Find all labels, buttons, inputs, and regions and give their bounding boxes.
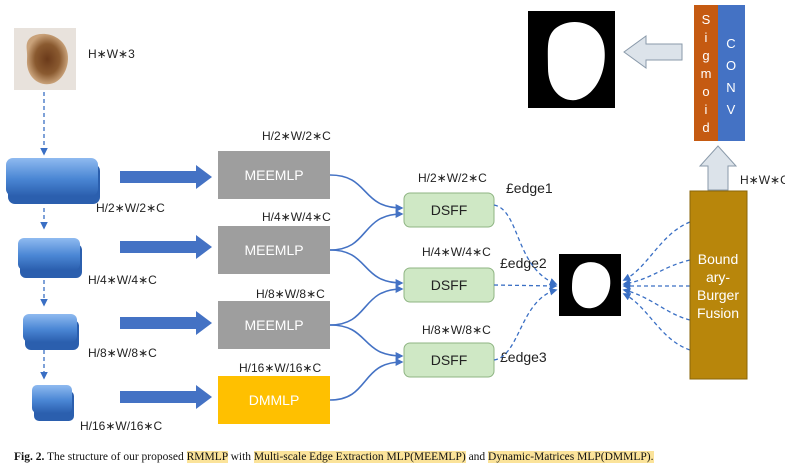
meemlp3-dim-label: H/8∗W/8∗C — [256, 287, 325, 301]
input-dim-label: H∗W∗3 — [88, 47, 135, 61]
figure-caption: Fig. 2. The structure of our proposed RM… — [14, 451, 779, 463]
dmmlp-dim-label: H/16∗W/16∗C — [239, 361, 321, 375]
stage2-dim-label: H/4∗W/4∗C — [88, 273, 157, 287]
conv-letter: V — [727, 102, 736, 117]
fusion-dim-label: H∗W∗C — [740, 173, 785, 187]
fusion-label-line1: Bound — [698, 251, 738, 267]
meemlp-block-2 — [218, 226, 330, 274]
boundary-burger-fusion-block — [689, 190, 748, 380]
stage4-dim-label: H/16∗W/16∗C — [80, 419, 162, 433]
conv-letter: N — [726, 80, 735, 95]
dsff3-to-edgemap-arrow — [493, 287, 558, 361]
meemlp2-dim-label: H/4∗W/4∗C — [262, 210, 331, 224]
caption-highlight-rmmlp: RMMLP — [186, 451, 228, 463]
edge-map-image — [559, 254, 621, 316]
sigmoid-letter: g — [702, 48, 709, 63]
meemlp-block-3 — [218, 301, 330, 349]
encoder-block-3 — [23, 314, 79, 350]
sigmoid-letter: i — [705, 102, 708, 117]
dsff2-dim-label: H/4∗W/4∗C — [422, 245, 491, 259]
meemlp1-dim-label: H/2∗W/2∗C — [262, 129, 331, 143]
fusion-label-line4: Fusion — [697, 305, 739, 321]
caption-highlight-meemlp: Multi-scale Edge Extraction MLP(MEEMLP) — [253, 451, 466, 463]
edge3-label: £edge3 — [500, 349, 547, 365]
caption-fig-label: Fig. 2. — [14, 451, 45, 463]
meemlp-block-2-label: MEEMLP — [244, 242, 303, 258]
meemlp-block-1 — [218, 151, 330, 199]
output-mask-image — [528, 11, 615, 108]
dmmlp-to-dsff3-curve — [329, 358, 404, 401]
caption-text-1: The structure of our proposed — [47, 451, 184, 463]
dsff1-dim-label: H/2∗W/2∗C — [418, 171, 487, 185]
dsff-block-3-label: DSFF — [431, 352, 468, 368]
meemlp-block-1-label: MEEMLP — [244, 167, 303, 183]
input-image — [14, 28, 76, 90]
meemlp-block-3-label: MEEMLP — [244, 317, 303, 333]
meemlp2-to-dsff2-curve — [329, 249, 404, 287]
dsff-block-1-label: DSFF — [431, 202, 468, 218]
fusion-to-head-arrow — [698, 145, 738, 191]
encoder-block-2 — [18, 238, 82, 278]
dmmlp-block-label: DMMLP — [249, 392, 300, 408]
meemlp2-to-dsff1-curve — [329, 210, 404, 251]
encoder-block-1 — [6, 158, 100, 204]
stage3-to-meemlp-arrow — [120, 311, 212, 335]
meemlp3-to-dsff2-curve — [329, 285, 404, 326]
dsff3-dim-label: H/8∗W/8∗C — [422, 323, 491, 337]
conv-block — [718, 5, 745, 141]
fusion-label-line3: Burger — [697, 287, 739, 303]
sigmoid-letter: S — [702, 12, 711, 27]
stage4-to-dmmlp-arrow — [120, 385, 212, 409]
dmmlp-block — [218, 376, 330, 424]
caption-text-3: and — [468, 451, 486, 463]
fusion-to-edgemap-arrow-2 — [622, 259, 691, 287]
fusion-to-edgemap-arrow-5 — [622, 293, 691, 351]
sigmoid-letter: m — [701, 66, 712, 81]
fusion-to-edgemap-arrow-4 — [622, 287, 691, 321]
edge1-label: £edge1 — [506, 180, 553, 196]
dsff-block-1 — [403, 192, 495, 228]
dsff2-to-edgemap-arrow — [493, 281, 558, 290]
stage2-to-meemlp-arrow — [120, 235, 212, 259]
meemlp3-to-dsff3-curve — [329, 324, 404, 360]
head-to-output-arrow — [623, 35, 683, 69]
edge2-label: £edge2 — [500, 255, 547, 271]
stage1-to-meemlp-arrow — [120, 165, 212, 189]
fusion-to-edgemap-arrow-1 — [622, 221, 691, 281]
meemlp1-to-dsff1-curve — [329, 174, 404, 212]
stage1-dim-label: H/2∗W/2∗C — [96, 201, 165, 215]
stage3-dim-label: H/8∗W/8∗C — [88, 346, 157, 360]
conv-letter: O — [726, 58, 736, 73]
conv-letter: C — [726, 36, 735, 51]
dsff-block-2-label: DSFF — [431, 277, 468, 293]
caption-text-2: with — [230, 451, 252, 463]
sigmoid-block — [694, 5, 718, 141]
caption-highlight-dmmlp: Dynamic-Matrices MLP(DMMLP). — [488, 451, 654, 463]
dsff1-to-edgemap-arrow — [493, 204, 558, 286]
encoder-block-4 — [32, 385, 74, 421]
sigmoid-letter: d — [702, 120, 709, 135]
fusion-label-line2: ary- — [706, 269, 730, 285]
sigmoid-letter: o — [702, 84, 709, 99]
sigmoid-letter: i — [705, 30, 708, 45]
